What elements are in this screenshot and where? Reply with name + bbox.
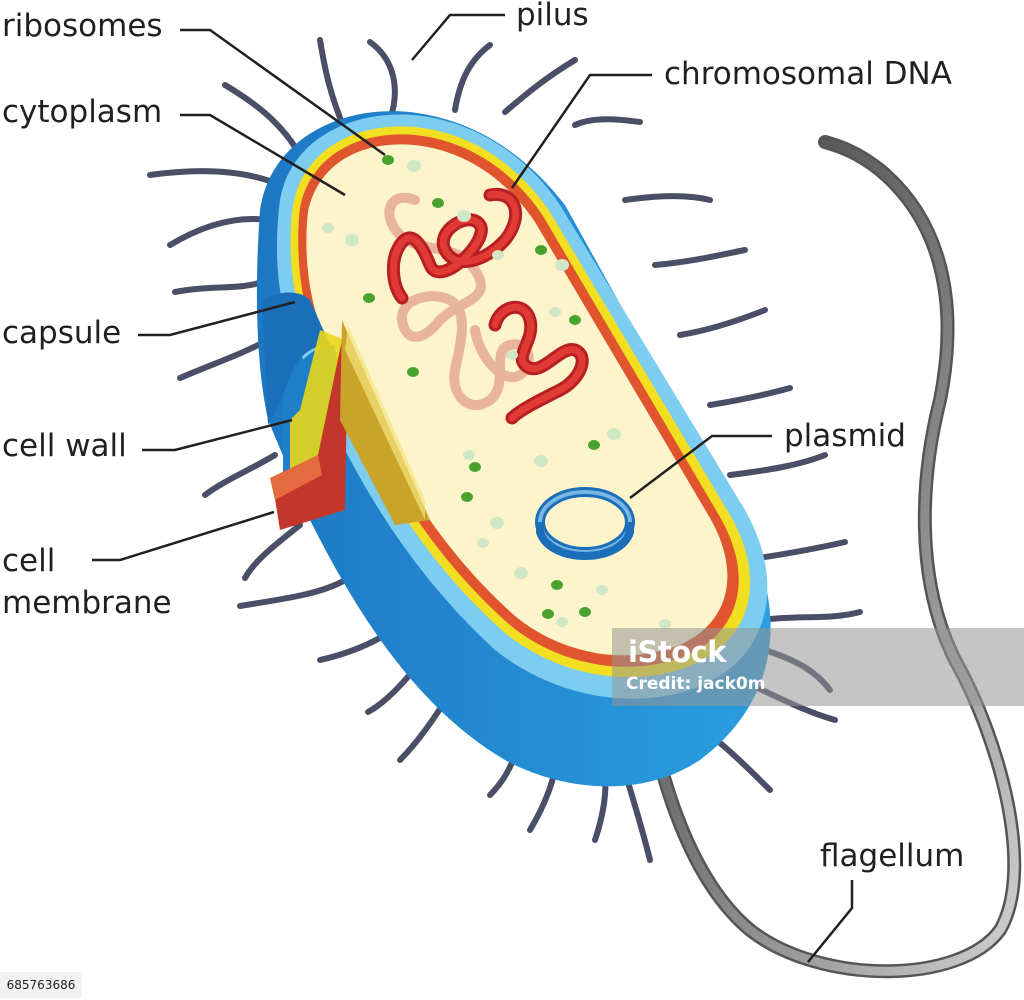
leader-plasmid <box>629 434 772 499</box>
leader-pilus <box>411 13 505 61</box>
leader-flagellum <box>807 880 854 963</box>
watermark-credit: Credit: jack0m <box>626 674 766 694</box>
leader-capsule <box>138 300 296 337</box>
leader-chromosomal-dna <box>510 73 652 189</box>
label-chromosomal-dna: chromosomal DNA <box>664 56 952 92</box>
chromosomal-dna <box>384 187 589 425</box>
leader-cytoplasm <box>180 113 346 197</box>
cross-section <box>262 292 430 530</box>
watermark-logo: iStock <box>628 635 727 669</box>
leader-lines <box>92 13 854 963</box>
label-plasmid: plasmid <box>784 418 906 454</box>
label-cytoplasm: cytoplasm <box>2 94 163 130</box>
plasmid <box>535 487 635 561</box>
cytoplasm <box>306 144 728 656</box>
flagellum <box>638 135 1022 979</box>
label-flagellum: flagellum <box>820 838 965 874</box>
watermark-banner <box>612 628 1024 706</box>
leader-cell-membrane <box>92 510 275 562</box>
leader-ribosomes <box>180 28 386 157</box>
ribosomes <box>322 155 671 629</box>
label-ribosomes: ribosomes <box>2 8 163 44</box>
label-capsule: capsule <box>2 315 122 351</box>
label-pilus: pilus <box>516 0 589 33</box>
label-cell-wall: cell wall <box>2 428 127 464</box>
stock-id: 685763686 <box>0 972 82 998</box>
label-cell-membrane: cell membrane <box>2 543 172 621</box>
leader-cell-wall <box>142 418 293 452</box>
